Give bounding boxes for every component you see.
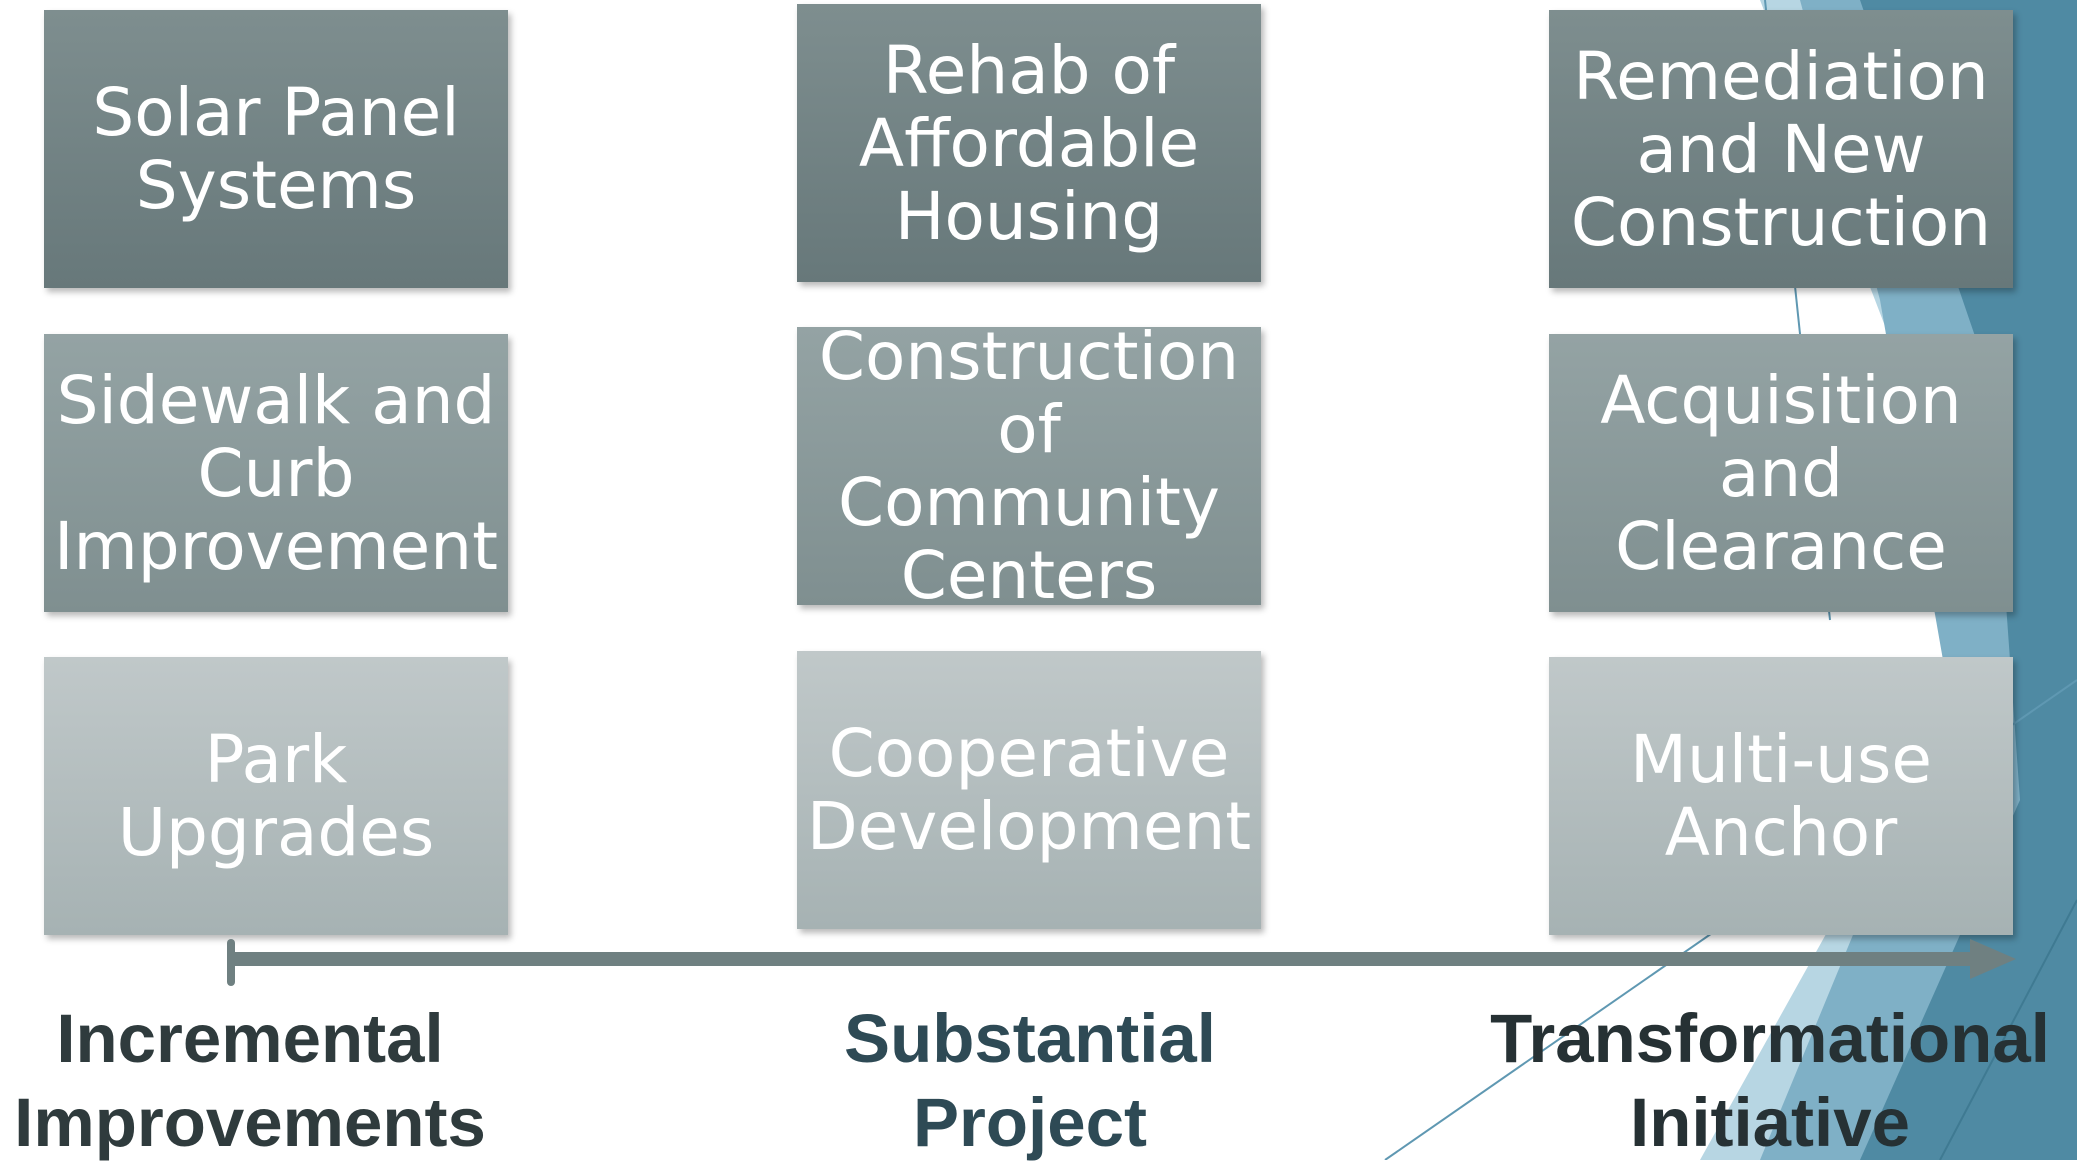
box-label: Cooperative Development — [806, 715, 1252, 865]
label-substantial-project: Substantial Project — [844, 1000, 1216, 1161]
box-construction-community-centers: Construction of Community Centers — [797, 320, 1261, 612]
box-solar-panel-systems: Solar Panel Systems — [44, 10, 508, 288]
box-label: Construction of Community Centers — [818, 318, 1240, 614]
box-label: Park Upgrades — [117, 721, 435, 871]
box-label: Multi-use Anchor — [1630, 721, 1932, 871]
decor-line-3 — [1939, 899, 2077, 1160]
box-rehab-affordable-housing: Rehab of Affordable Housing — [797, 4, 1261, 282]
box-label: Acquisition and Clearance — [1600, 361, 1962, 585]
label-incremental-improvements: Incremental Improvements — [14, 1000, 486, 1161]
box-acquisition-clearance: Acquisition and Clearance — [1549, 334, 2013, 612]
box-cooperative-development: Cooperative Development — [797, 651, 1261, 929]
box-remediation-new-construction: Remediation and New Construction — [1549, 10, 2013, 288]
box-label: Rehab of Affordable Housing — [858, 31, 1200, 255]
box-label: Sidewalk and Curb Improvement — [54, 361, 498, 585]
box-sidewalk-curb-improvement: Sidewalk and Curb Improvement — [44, 334, 508, 612]
box-label: Solar Panel Systems — [92, 74, 460, 224]
arrow-head — [1970, 939, 2016, 979]
box-multi-use-anchor: Multi-use Anchor — [1549, 657, 2013, 935]
decor-shape-dark — [1860, 0, 2077, 1160]
box-label: Remediation and New Construction — [1570, 37, 1992, 261]
label-transformational-initiative: Transformational Initiative — [1490, 1000, 2050, 1161]
box-park-upgrades: Park Upgrades — [44, 657, 508, 935]
